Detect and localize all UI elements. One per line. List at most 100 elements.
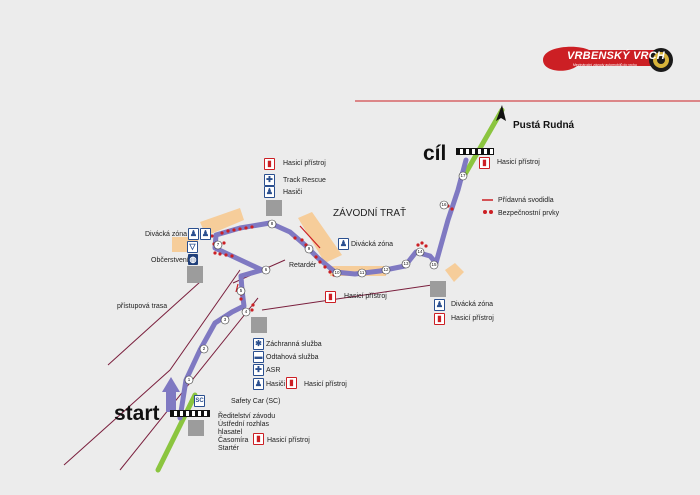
km-marker-number: 10: [334, 269, 340, 275]
lower-towing-label: Odtahová služba: [266, 354, 319, 361]
km-marker: [381, 265, 391, 275]
km-marker: [332, 268, 342, 278]
top-rescue-label: Track Rescue: [283, 177, 326, 184]
extinguisher-icon: ▮: [479, 157, 490, 169]
logo-graphic: [543, 46, 673, 72]
parking-area: [188, 420, 204, 436]
spectator-zone: [298, 212, 342, 263]
left-spectator-label: Divácká zóna: [145, 231, 188, 238]
parking-area: [430, 281, 446, 297]
drink-icon: ▽: [187, 241, 198, 253]
km-marker: [267, 219, 277, 229]
safety-car-badge: SC: [194, 395, 205, 407]
public-road: [155, 392, 198, 473]
legend-barrier: Přídavná svodidla: [498, 197, 554, 204]
legend-swatches: [482, 199, 493, 214]
km-marker: [261, 265, 271, 275]
km-marker-number: 6: [264, 266, 268, 272]
km-marker-number: 8: [270, 220, 274, 226]
km-marker-number: 3: [223, 316, 227, 322]
race-track: [177, 157, 469, 421]
legend-safety: Bezpečnostní prvky: [498, 210, 560, 217]
km-marker: [439, 200, 449, 210]
spectator-zone: [445, 263, 464, 282]
finish-line: [456, 148, 494, 155]
parking-area: [187, 266, 203, 283]
finish-extinguisher-label: Hasicí přístroj: [497, 159, 540, 166]
spectator-zone: [200, 208, 244, 236]
logo-subtitle: Mezinárodní závody automobilů do vrchu: [573, 63, 637, 67]
start-arrow-icon: [162, 377, 180, 412]
track-label: ZÁVODNÍ TRAŤ: [333, 208, 407, 219]
spectator-icon: ♟: [188, 228, 199, 240]
destination-label: Pustá Rudná: [513, 120, 575, 131]
lower-firefighters-label: Hasiči: [266, 381, 286, 388]
km-marker-number: 5: [239, 287, 243, 293]
km-marker-number: 11: [359, 269, 365, 275]
extinguisher-icon: ▮: [253, 433, 264, 445]
start-line-5: Startér: [218, 445, 240, 452]
extinguisher-icon: ▮: [325, 291, 336, 303]
spectator-icon: ♟: [338, 238, 349, 250]
safety-car-label: Safety Car (SC): [231, 398, 281, 405]
km-marker-number: 15: [431, 261, 437, 267]
right-extinguisher-label: Hasicí přístroj: [451, 315, 494, 322]
km-marker-number: 17: [460, 172, 466, 178]
access-road-line: [107, 281, 201, 366]
firefighter-icon: ♟: [264, 186, 275, 198]
km-marker-number: 1: [187, 376, 191, 382]
ambulance-icon: ✱: [253, 338, 264, 350]
km-marker-number: 7: [216, 241, 220, 247]
parking-area: [251, 317, 267, 333]
finish-label: cíl: [423, 142, 447, 165]
lower-extinguisher-label: Hasicí přístroj: [304, 381, 347, 388]
lower-asr-label: ASR: [266, 367, 281, 374]
start-line-4: Časomíra: [218, 437, 249, 444]
km-marker: [415, 247, 425, 257]
km-marker: [213, 240, 223, 250]
km-marker: [458, 171, 468, 181]
spectator-zone: [330, 266, 386, 276]
spectator-icon: ♟: [434, 299, 445, 311]
access-road-line: [261, 284, 433, 311]
access-road-line: [63, 269, 241, 466]
km-marker-number: 14: [417, 248, 423, 254]
km-marker-number: 16: [441, 201, 447, 207]
km-marker-number: 12: [383, 266, 389, 272]
spectator-icon: ♟: [200, 228, 211, 240]
extinguisher-icon: ▮: [264, 158, 275, 170]
km-marker-number: 4: [244, 308, 248, 314]
km-marker: [236, 286, 246, 296]
start-extinguisher-label: Hasicí přístroj: [267, 437, 310, 444]
middle-spectator-label: Divácká zóna: [351, 241, 394, 248]
track-rescue-icon: ✚: [264, 174, 275, 186]
top-firefighters-label: Hasiči: [283, 189, 303, 196]
km-marker: [241, 307, 251, 317]
parking-area: [266, 200, 282, 216]
start-line-2: Ústřední rozhlas: [218, 421, 269, 428]
additional-barriers: [235, 225, 321, 293]
km-marker: [220, 315, 230, 325]
middle-extinguisher-label: Hasicí přístroj: [344, 293, 387, 300]
retarder-label: Retardér: [289, 262, 317, 269]
extinguisher-icon: ▮: [286, 377, 297, 389]
start-line-3: hlasatel: [218, 429, 243, 436]
km-marker-number: 2: [202, 345, 206, 351]
km-marker: [429, 260, 439, 270]
safety-swatch: [483, 210, 487, 214]
public-road: [461, 107, 505, 179]
km-marker: [401, 259, 411, 269]
safety-swatch: [489, 210, 493, 214]
extinguisher-icon: ▮: [434, 313, 445, 325]
access-road-label: přístupová trasa: [117, 303, 168, 310]
km-marker-number: 13: [403, 260, 409, 266]
km-markers: [184, 171, 468, 385]
top-extinguisher-label: Hasicí přístroj: [283, 160, 326, 167]
start-line: [170, 410, 210, 417]
km-marker-number: 9: [307, 245, 311, 251]
logo-title: VRBENSKÝ VRCH: [567, 50, 665, 62]
start-label: start: [114, 402, 160, 425]
asr-icon: ✚: [253, 364, 264, 376]
finish-arrow-icon: [496, 105, 506, 121]
